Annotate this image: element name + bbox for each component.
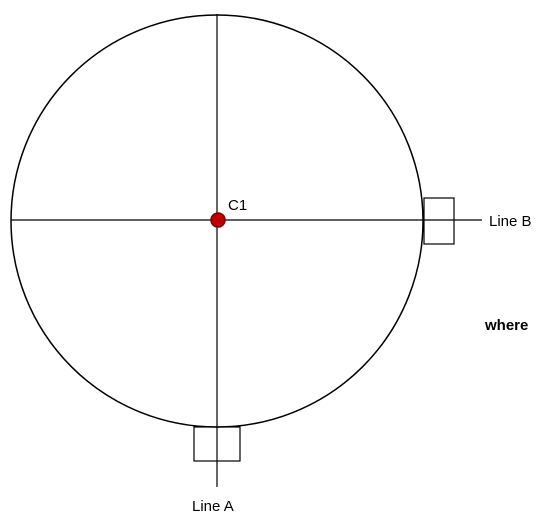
- center-point: [210, 212, 226, 228]
- where-label: where: [484, 317, 528, 334]
- line-b-bracket-box: [423, 197, 455, 245]
- center-label: C1: [228, 197, 247, 214]
- line-a-bracket-box: [193, 426, 241, 462]
- line-a-label: Line A: [192, 498, 234, 515]
- line-b-label: Line B: [489, 213, 532, 230]
